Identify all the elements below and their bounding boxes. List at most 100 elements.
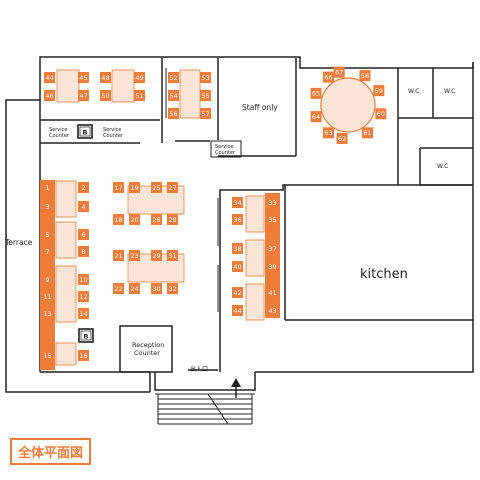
seat-number: 7 <box>45 248 49 256</box>
seat[interactable]: 35 <box>267 214 278 225</box>
seat[interactable]: 19 <box>129 182 140 193</box>
seat[interactable]: 63 <box>322 127 334 139</box>
seat[interactable]: 37 <box>267 243 278 254</box>
seat[interactable]: 42 <box>232 287 243 298</box>
seat[interactable]: 49 <box>134 72 145 83</box>
seat[interactable]: 23 <box>129 250 140 261</box>
seat[interactable]: 40 <box>232 261 243 272</box>
seat-number: 66 <box>324 73 332 81</box>
seat[interactable]: 29 <box>151 250 162 261</box>
seat[interactable]: 54 <box>168 90 179 101</box>
seat[interactable]: 26 <box>151 214 162 225</box>
seat-number: 3 <box>45 203 49 211</box>
seat[interactable]: 41 <box>267 287 278 298</box>
seat-number: 56 <box>169 110 177 118</box>
seat[interactable]: 58 <box>359 70 371 82</box>
seat[interactable]: 15 <box>42 350 53 361</box>
seat-number: 23 <box>130 252 138 260</box>
seat[interactable]: 56 <box>168 108 179 119</box>
svg-text:B: B <box>84 333 89 341</box>
seat[interactable]: 30 <box>151 283 162 294</box>
seat[interactable]: 24 <box>129 283 140 294</box>
seat-number: 6 <box>81 231 85 239</box>
seat[interactable]: 66 <box>322 71 334 83</box>
seat[interactable]: 14 <box>78 308 89 319</box>
seat-number: 61 <box>363 129 371 137</box>
seat-number: 52 <box>169 74 177 82</box>
seat[interactable]: 53 <box>200 72 211 83</box>
reception-label-line1: Reception <box>132 341 164 349</box>
seat[interactable]: 1 <box>42 182 53 193</box>
seat[interactable]: 11 <box>42 291 53 302</box>
seat[interactable]: 48 <box>100 72 111 83</box>
seat[interactable]: 64 <box>310 111 322 123</box>
seat[interactable]: 21 <box>113 250 124 261</box>
seat[interactable]: 20 <box>129 214 140 225</box>
seat[interactable]: 43 <box>267 305 278 316</box>
wc-label-1: W.C <box>408 88 419 95</box>
seat[interactable]: 33 <box>267 197 278 208</box>
seat[interactable]: 2 <box>78 182 89 193</box>
seat[interactable]: 44 <box>44 72 55 83</box>
seat-number: 40 <box>233 263 241 271</box>
seat[interactable]: 57 <box>200 108 211 119</box>
seat-number: 64 <box>312 113 320 121</box>
seat[interactable]: 31 <box>167 250 178 261</box>
seat-number: 48 <box>101 74 109 82</box>
seat[interactable]: 45 <box>78 72 89 83</box>
seat[interactable]: 4 <box>78 201 89 212</box>
seat-number: 55 <box>201 92 209 100</box>
seat[interactable]: 17 <box>113 182 124 193</box>
seat[interactable]: 67 <box>333 66 345 78</box>
seat[interactable]: 6 <box>78 229 89 240</box>
seat[interactable]: 32 <box>167 283 178 294</box>
seat-number: 17 <box>114 184 122 192</box>
seat-number: 37 <box>268 245 276 253</box>
wc-label-2: W.C <box>444 88 455 95</box>
seat[interactable]: 55 <box>200 90 211 101</box>
seat-number: 29 <box>152 252 160 260</box>
seat-number: 44 <box>233 307 241 315</box>
seat[interactable]: 12 <box>78 291 89 302</box>
seat-number: 1 <box>45 184 49 192</box>
seat[interactable]: 7 <box>42 246 53 257</box>
seat[interactable]: 59 <box>373 85 385 97</box>
seat[interactable]: 25 <box>151 182 162 193</box>
seat-number: 27 <box>168 184 176 192</box>
seat[interactable]: 38 <box>232 243 243 254</box>
seat[interactable]: 61 <box>362 127 374 139</box>
seat[interactable]: 47 <box>78 90 89 101</box>
seat[interactable]: 51 <box>134 90 145 101</box>
seat[interactable]: 39 <box>267 261 278 272</box>
seat-number: 26 <box>152 216 160 224</box>
service-counter-3-line1: Service <box>215 144 233 150</box>
seat-number: 16 <box>79 352 87 360</box>
seat-number: 14 <box>79 310 87 318</box>
seat[interactable]: 44 <box>232 305 243 316</box>
seat[interactable]: 16 <box>78 350 89 361</box>
seat[interactable]: 46 <box>44 90 55 101</box>
seat-number: 57 <box>201 110 209 118</box>
seat[interactable]: 62 <box>336 132 348 144</box>
seat[interactable]: 13 <box>42 308 53 319</box>
seat[interactable]: 22 <box>113 283 124 294</box>
seat[interactable]: 10 <box>78 274 89 285</box>
seat[interactable]: 18 <box>113 214 124 225</box>
seat[interactable]: 60 <box>375 108 387 120</box>
seat[interactable]: 5 <box>42 229 53 240</box>
seat[interactable]: 28 <box>167 214 178 225</box>
seat[interactable]: 65 <box>310 87 322 99</box>
seat[interactable]: 3 <box>42 201 53 212</box>
seat[interactable]: 50 <box>100 90 111 101</box>
seat-number: 2 <box>81 184 85 192</box>
seat[interactable]: 52 <box>168 72 179 83</box>
seat[interactable]: 8 <box>78 246 89 257</box>
seat-number: 30 <box>152 285 160 293</box>
seat-number: 67 <box>335 68 343 76</box>
terrace-label: Terrace <box>4 238 33 247</box>
seat[interactable]: 27 <box>167 182 178 193</box>
seat[interactable]: 36 <box>232 214 243 225</box>
seat[interactable]: 9 <box>42 274 53 285</box>
seat[interactable]: 34 <box>232 197 243 208</box>
